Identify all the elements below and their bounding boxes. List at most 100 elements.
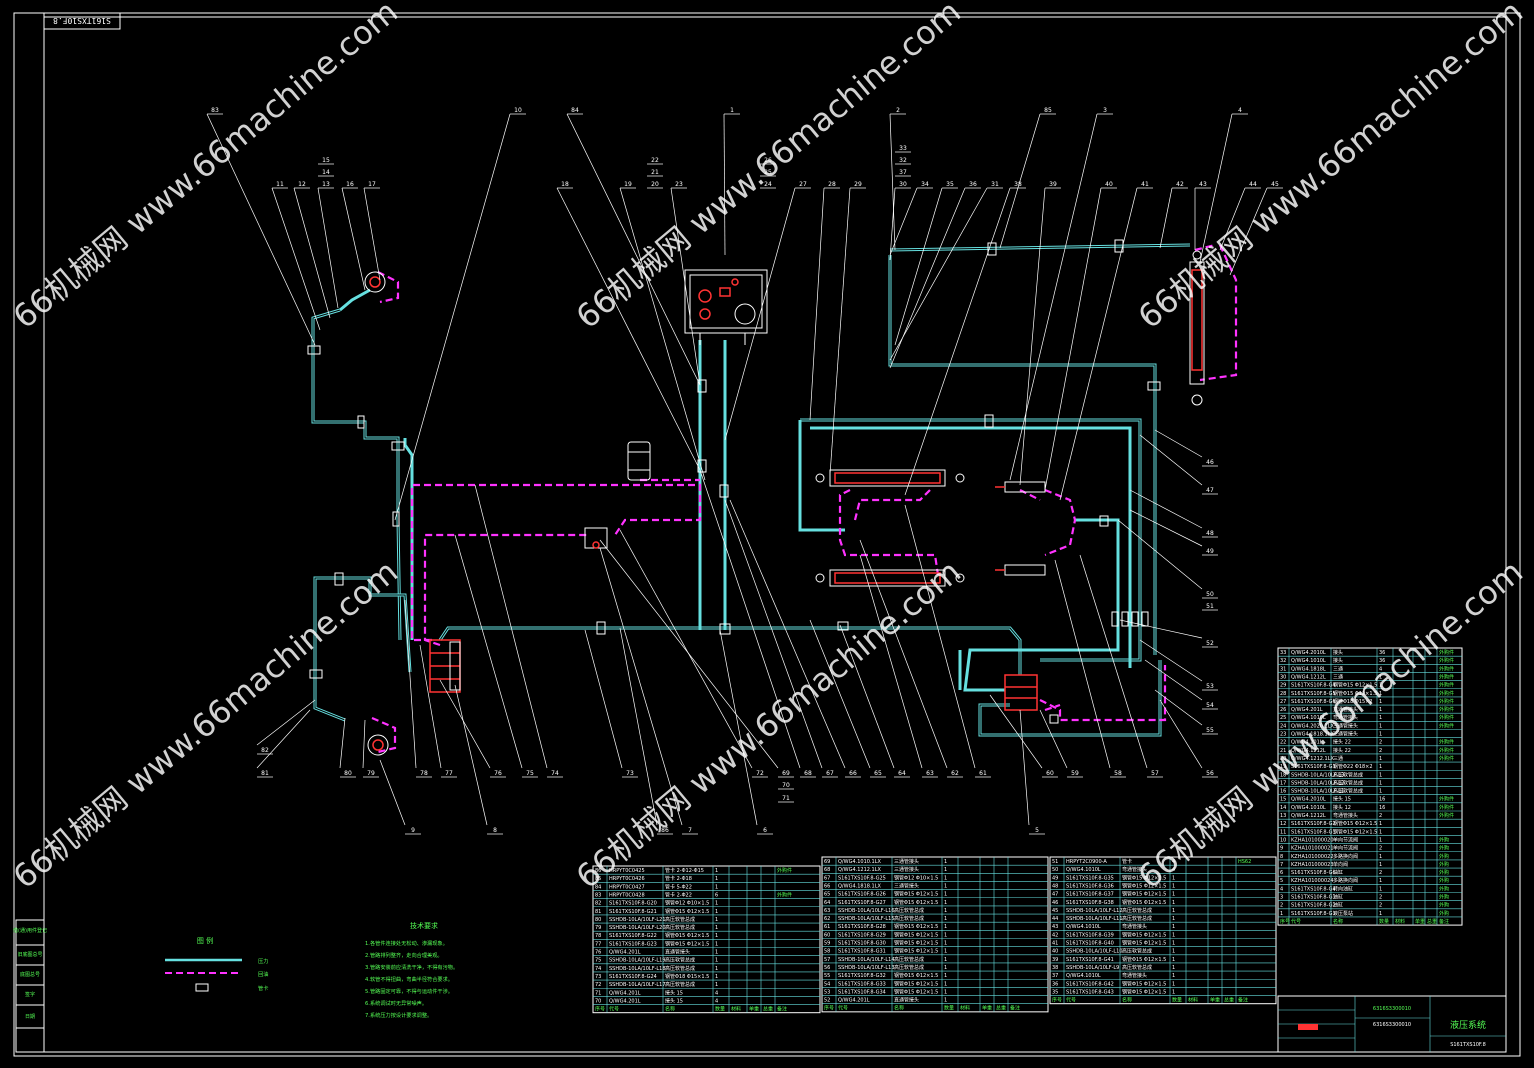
bom-cell: S161TXS10F.8-G31: [838, 949, 886, 955]
bom-cell: SSHDB-10LA/10LF-L19: [609, 958, 666, 964]
callout-49: 49: [1206, 548, 1214, 555]
bom-cell: 79: [595, 925, 601, 931]
legend-label-pressure: 压力: [258, 957, 268, 965]
bom-cell: SSHDB-10LA/10LF-L15: [838, 916, 895, 922]
bom-header: 备注: [777, 1006, 787, 1013]
bom-cell: 钢管Φ15 Φ12×1.5: [894, 972, 938, 979]
bom-cell: 1: [1172, 908, 1175, 914]
callout-40: 40: [1105, 181, 1113, 188]
bom-header: 备注: [1439, 918, 1449, 925]
bom-header: 备注: [1010, 1005, 1020, 1012]
bom-cell: 81: [595, 909, 601, 915]
note-4: 5.管路固定可靠，不得与运动件干涉。: [365, 987, 453, 995]
bom-cell: 钢管Φ12 Φ10×1.5: [665, 900, 709, 907]
callout-78: 78: [420, 770, 428, 777]
bom-cell: 2: [1379, 748, 1382, 754]
bom-cell: 40: [1052, 949, 1058, 955]
leader-9: [379, 759, 406, 826]
bom-cell: 接头: [1333, 649, 1343, 656]
bom-cell: 1: [1172, 981, 1175, 987]
bom-cell: 5: [1280, 878, 1283, 884]
bom-cell: 54: [824, 981, 830, 987]
bom-cell: 1: [1379, 707, 1382, 713]
callout-54: 54: [1206, 702, 1214, 709]
callout-15: 15: [322, 157, 330, 164]
bom-cell: 外购件: [777, 867, 792, 874]
bom-cell: 外购件: [1439, 714, 1454, 721]
callout-26: 26: [764, 157, 772, 164]
callout-77: 77: [445, 770, 453, 777]
bom-cell: 直通管接头: [665, 949, 690, 956]
bom-cell: 66: [824, 883, 830, 889]
bom-cell: S161TXS10F.8-G21: [609, 909, 657, 915]
bom-cell: 8: [1280, 854, 1283, 860]
bom-cell: 三通管接头: [1333, 722, 1358, 729]
leader-61: [904, 504, 976, 769]
bom-cell: KZHA101000024: [1291, 878, 1334, 884]
bom-cell: 1: [1379, 756, 1382, 762]
bom-cell: 外购件: [1439, 673, 1454, 680]
callout-58: 58: [1114, 770, 1122, 777]
bom-cell: 57: [824, 957, 830, 963]
bom-cell: 1: [715, 966, 718, 972]
bom-cell: 22: [1280, 740, 1286, 746]
tilt-cylinder-lower: [995, 564, 1046, 576]
bom-cell: 单向节流阀: [1333, 836, 1358, 843]
bom-cell: 38: [1052, 965, 1058, 971]
leader-35: [894, 187, 943, 346]
bom-header: 数量: [1379, 918, 1389, 925]
bom-header: 代号: [838, 1005, 848, 1012]
bom-cell: SSHDB-10LA/10LF-L14: [838, 957, 895, 963]
bom-header: 名称: [665, 1006, 675, 1013]
side-label-0: 借(通)用件登记: [13, 927, 47, 934]
leader-47: [1139, 434, 1203, 486]
callout-42: 42: [1176, 181, 1184, 188]
callout-23: 23: [675, 181, 683, 188]
leader-45: [1229, 187, 1268, 276]
bom-cell: 接头 22: [1333, 739, 1351, 746]
bom-cell: S161TXS10F.8-G5: [1291, 691, 1336, 697]
leader-38: [904, 187, 1011, 496]
bom-cell: 1: [1379, 837, 1382, 843]
bom-cell: S161TXS10F.8-G40: [1066, 941, 1114, 947]
bom-cell: 2: [1379, 846, 1382, 852]
bom-cell: 85: [595, 876, 601, 882]
bom-cell: 钢管Φ15 Φ12×1.5: [1333, 828, 1377, 835]
bom-cell: 1: [1379, 764, 1382, 770]
bom-cell: 52: [824, 998, 830, 1004]
bom-cell: 46: [1052, 900, 1058, 906]
bom-cell: 1: [944, 949, 947, 955]
pipe-clamps: [307, 239, 1161, 724]
bom-cell: 2: [1379, 895, 1382, 901]
callout-65: 65: [874, 770, 882, 777]
bom-cell: S161TXS10F.8-G1: [1291, 829, 1336, 835]
bom-cell: 油缸: [1333, 894, 1343, 901]
bom-cell: 接头: [1333, 657, 1343, 664]
bom-cell: 钢管Φ15 Φ12×1.5: [894, 923, 938, 930]
bom-cell: 弯通管接头: [1122, 923, 1147, 930]
bom-cell: 高压软管总成: [1122, 907, 1152, 914]
bom-cell: 高压软管总成: [1122, 915, 1152, 922]
bom-cell: 钢管Φ15 Φ12×1.5: [1122, 956, 1166, 963]
bom-cell: 71: [595, 990, 601, 996]
bom-cell: S161TXS10F.8-G32: [838, 973, 886, 979]
bom-cell: 油缸: [1333, 869, 1343, 876]
leader-49: [1129, 509, 1203, 547]
bom-cell: 钢管Φ15 Φ12×1.5: [1122, 931, 1166, 938]
bom-cell: SSHDB-10LA/10LF-L16: [838, 908, 895, 914]
bom-cell: SSHDB-10LA/10LF-L11: [1066, 916, 1123, 922]
bom-cell: 钢管Φ15 Φ12×1.5: [894, 940, 938, 947]
bom-cell: KZHA101000022: [1291, 854, 1334, 860]
callout-67: 67: [826, 770, 834, 777]
bom-header: 数量: [944, 1005, 954, 1012]
watermark-1: 66机械网 www.66machine.com: [6, 0, 405, 336]
bom-cell: 高压软管总成: [665, 916, 695, 923]
bom-cell: Q/WG4.201L: [609, 998, 641, 1004]
bom-cell: 49: [1052, 875, 1058, 881]
bom-header: 数量: [715, 1006, 725, 1013]
side-label-4: 日期: [25, 1014, 35, 1020]
bom-cell: 62: [824, 916, 830, 922]
